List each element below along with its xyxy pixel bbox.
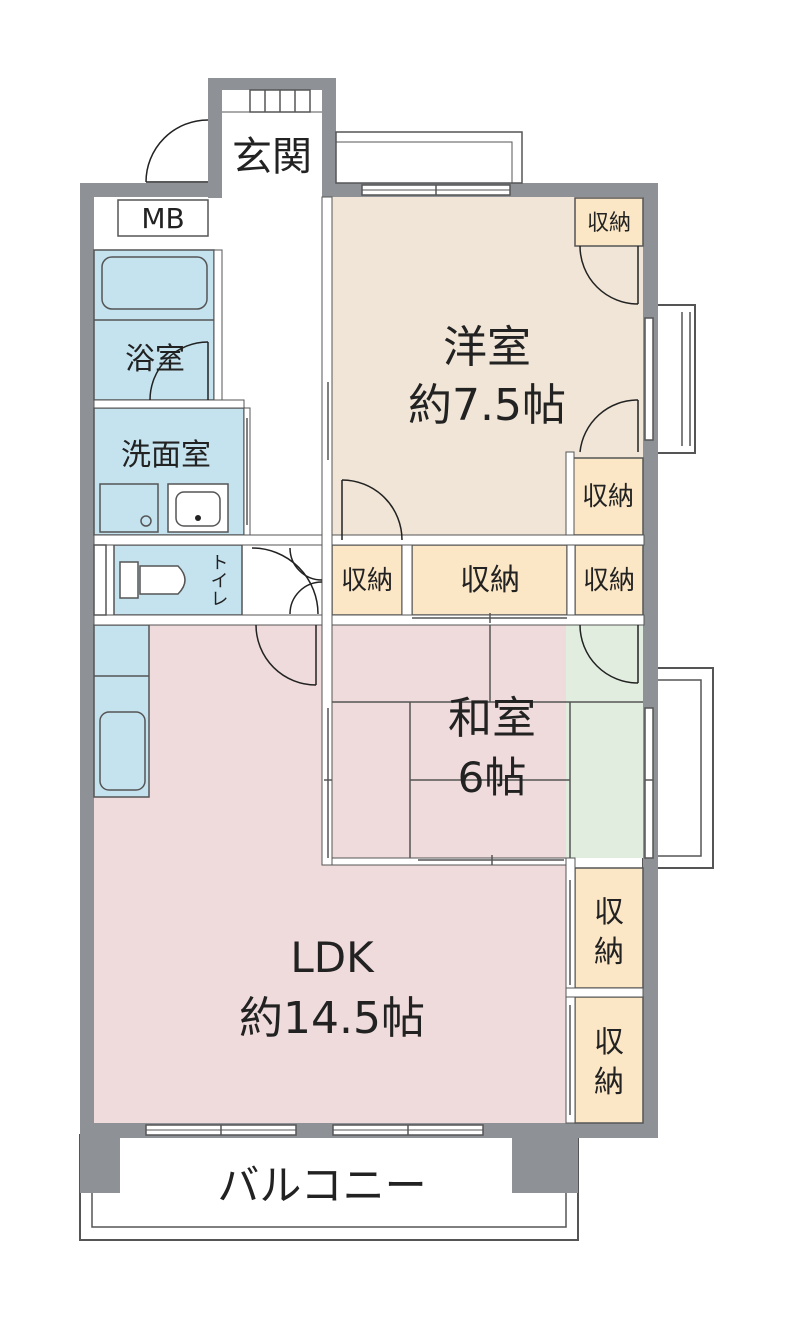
japanese-room-size: 6帖: [458, 753, 527, 802]
storage-hall-small-label: 収納: [341, 566, 393, 596]
bathroom-label: 浴室: [125, 342, 185, 377]
entrance-label: 玄関: [232, 134, 312, 180]
washroom-label: 洗面室: [121, 438, 211, 473]
outer-wall-left: [80, 183, 94, 1193]
storage-ldk-upper-char-1: 収: [594, 895, 624, 930]
window-japanese-side: [644, 707, 654, 859]
storage-western-top: [574, 197, 644, 247]
storage-western-side-label: 収納: [582, 482, 634, 512]
column-bottom-right: [512, 1123, 578, 1193]
japanese-storage-door-arc: [579, 624, 639, 684]
front-door-arc: [145, 119, 209, 183]
western-room-name: 洋室: [443, 322, 531, 373]
window-western-side: [644, 317, 654, 441]
column-bottom-left: [80, 1123, 120, 1193]
tatami-mats: [332, 625, 643, 858]
japanese-room-name: 和室: [448, 693, 536, 744]
ldk-door-arc: [255, 624, 317, 686]
western-storage-door-arc: [579, 245, 639, 305]
outer-wall-top: [80, 183, 225, 197]
ldk-size: 約14.5帖: [239, 993, 425, 1044]
storage-ldk-lower: [574, 996, 644, 1124]
meter-box-label: MB: [141, 202, 184, 235]
bathtub: [101, 256, 208, 310]
meter-box: [117, 199, 209, 237]
storage-ldk-upper: [574, 867, 644, 989]
entrance-wall-left: [208, 78, 222, 198]
western-door-arc: [341, 479, 403, 541]
western-room-size: 約7.5帖: [408, 380, 566, 431]
entrance-wall-right: [322, 78, 336, 198]
wash-basin: [167, 483, 229, 533]
storage-japanese-side: [574, 544, 644, 616]
toilet-bowl: [139, 565, 186, 595]
storage-western-side: [571, 457, 644, 536]
storage-closet-wide-label: 収納: [460, 563, 520, 598]
kitchen-sink: [99, 711, 146, 791]
storage-ldk-lower-char-1: 収: [594, 1025, 624, 1060]
bathroom-door-arc: [149, 341, 209, 401]
toilet-label: トイレ: [208, 553, 229, 607]
toilet-tank: [119, 561, 139, 599]
storage-ldk-lower-char-2: 納: [594, 1065, 624, 1100]
storage-japanese-side-label: 収納: [583, 566, 635, 596]
entrance-wall-top: [208, 78, 336, 90]
corridor-railing: [335, 131, 523, 184]
hall-storage-door-arc: [289, 581, 323, 615]
storage-ldk-upper-char-2: 納: [594, 935, 624, 970]
washing-machine: [99, 483, 159, 533]
western-side-storage-door-arc: [579, 399, 639, 453]
balcony-label: バルコニー: [217, 1161, 426, 1210]
ldk-name: LDK: [290, 933, 375, 982]
storage-western-top-label: 収納: [587, 211, 631, 236]
toilet-door-arc: [251, 547, 319, 615]
